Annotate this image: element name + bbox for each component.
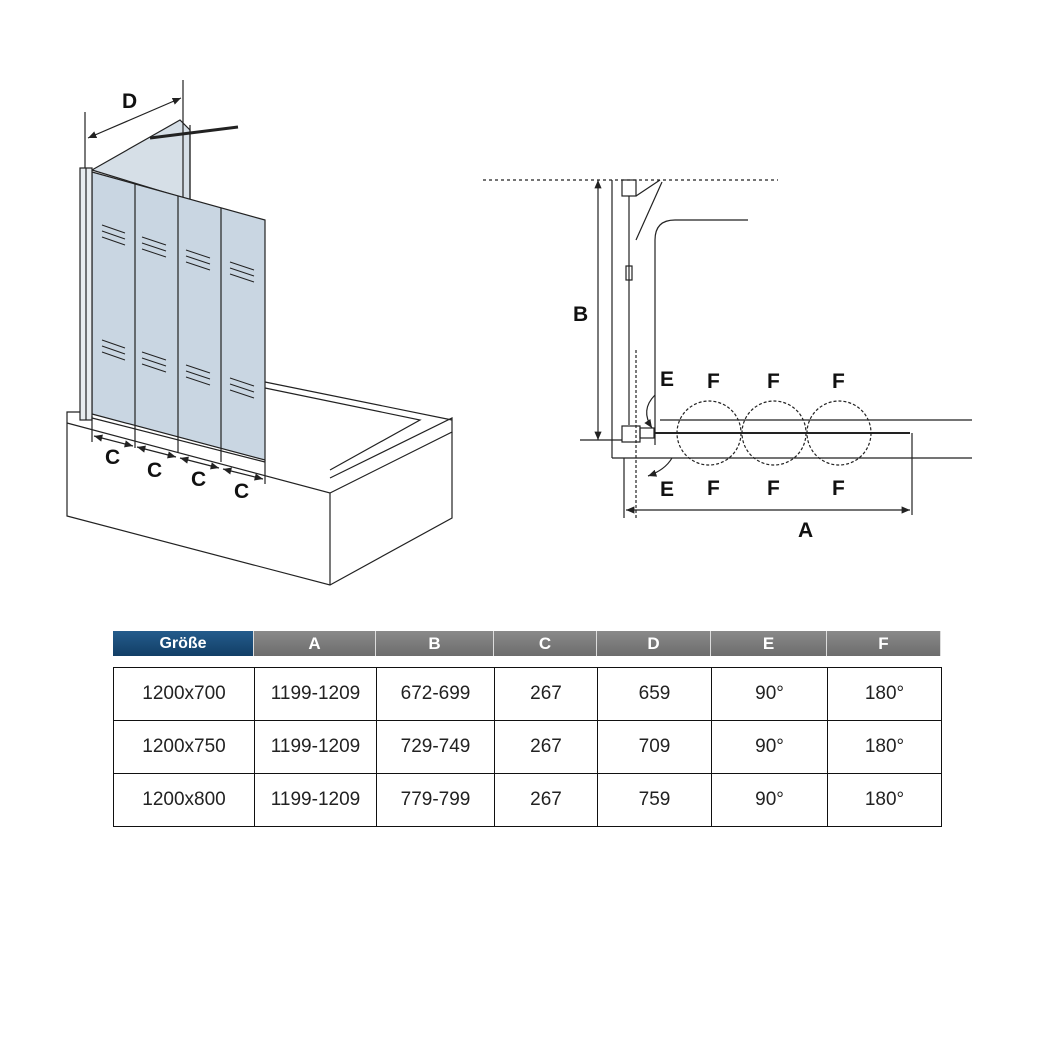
table-cell: 1200x750 xyxy=(113,720,255,774)
table-cell: 729-749 xyxy=(376,720,495,774)
product-diagram: D C C C C B A E E F F F F F F xyxy=(66,80,972,586)
angle-label-f: F xyxy=(832,370,845,393)
angle-label-f: F xyxy=(767,477,780,500)
dimension-label-c: C xyxy=(191,468,206,491)
table-cell: 759 xyxy=(597,773,712,827)
table-cell: 180° xyxy=(827,720,942,774)
table-cell: 90° xyxy=(711,720,828,774)
table-cell: 659 xyxy=(597,667,712,721)
table-cell: 1199-1209 xyxy=(254,720,377,774)
table-cell: 180° xyxy=(827,667,942,721)
dimension-label-c: C xyxy=(234,480,249,503)
header-f: F xyxy=(827,631,941,656)
table-cell: 90° xyxy=(711,667,828,721)
dimension-label-c: C xyxy=(105,446,120,469)
angle-label-e: E xyxy=(660,368,674,391)
header-e: E xyxy=(711,631,827,656)
table-cell: 267 xyxy=(494,720,598,774)
table-cell: 267 xyxy=(494,667,598,721)
angle-label-f: F xyxy=(707,477,720,500)
header-a: A xyxy=(254,631,376,656)
angle-label-e: E xyxy=(660,478,674,501)
perspective-view xyxy=(66,80,453,586)
header-b: B xyxy=(376,631,494,656)
plan-view xyxy=(483,179,972,520)
angle-label-f: F xyxy=(767,370,780,393)
table-cell: 672-699 xyxy=(376,667,495,721)
dimension-label-a: A xyxy=(798,519,813,542)
size-table-header: Größe A B C D E F xyxy=(113,631,941,656)
header-size: Größe xyxy=(113,631,254,656)
angle-label-f: F xyxy=(707,370,720,393)
angle-label-f: F xyxy=(832,477,845,500)
table-cell: 1199-1209 xyxy=(254,667,377,721)
dimension-label-d: D xyxy=(122,90,137,113)
table-cell: 1199-1209 xyxy=(254,773,377,827)
table-cell: 1200x700 xyxy=(113,667,255,721)
table-cell: 709 xyxy=(597,720,712,774)
table-cell: 180° xyxy=(827,773,942,827)
dimension-label-b: B xyxy=(573,303,588,326)
table-cell: 1200x800 xyxy=(113,773,255,827)
table-cell: 267 xyxy=(494,773,598,827)
header-c: C xyxy=(494,631,597,656)
dimension-label-c: C xyxy=(147,459,162,482)
table-cell: 90° xyxy=(711,773,828,827)
header-d: D xyxy=(597,631,711,656)
table-cell: 779-799 xyxy=(376,773,495,827)
